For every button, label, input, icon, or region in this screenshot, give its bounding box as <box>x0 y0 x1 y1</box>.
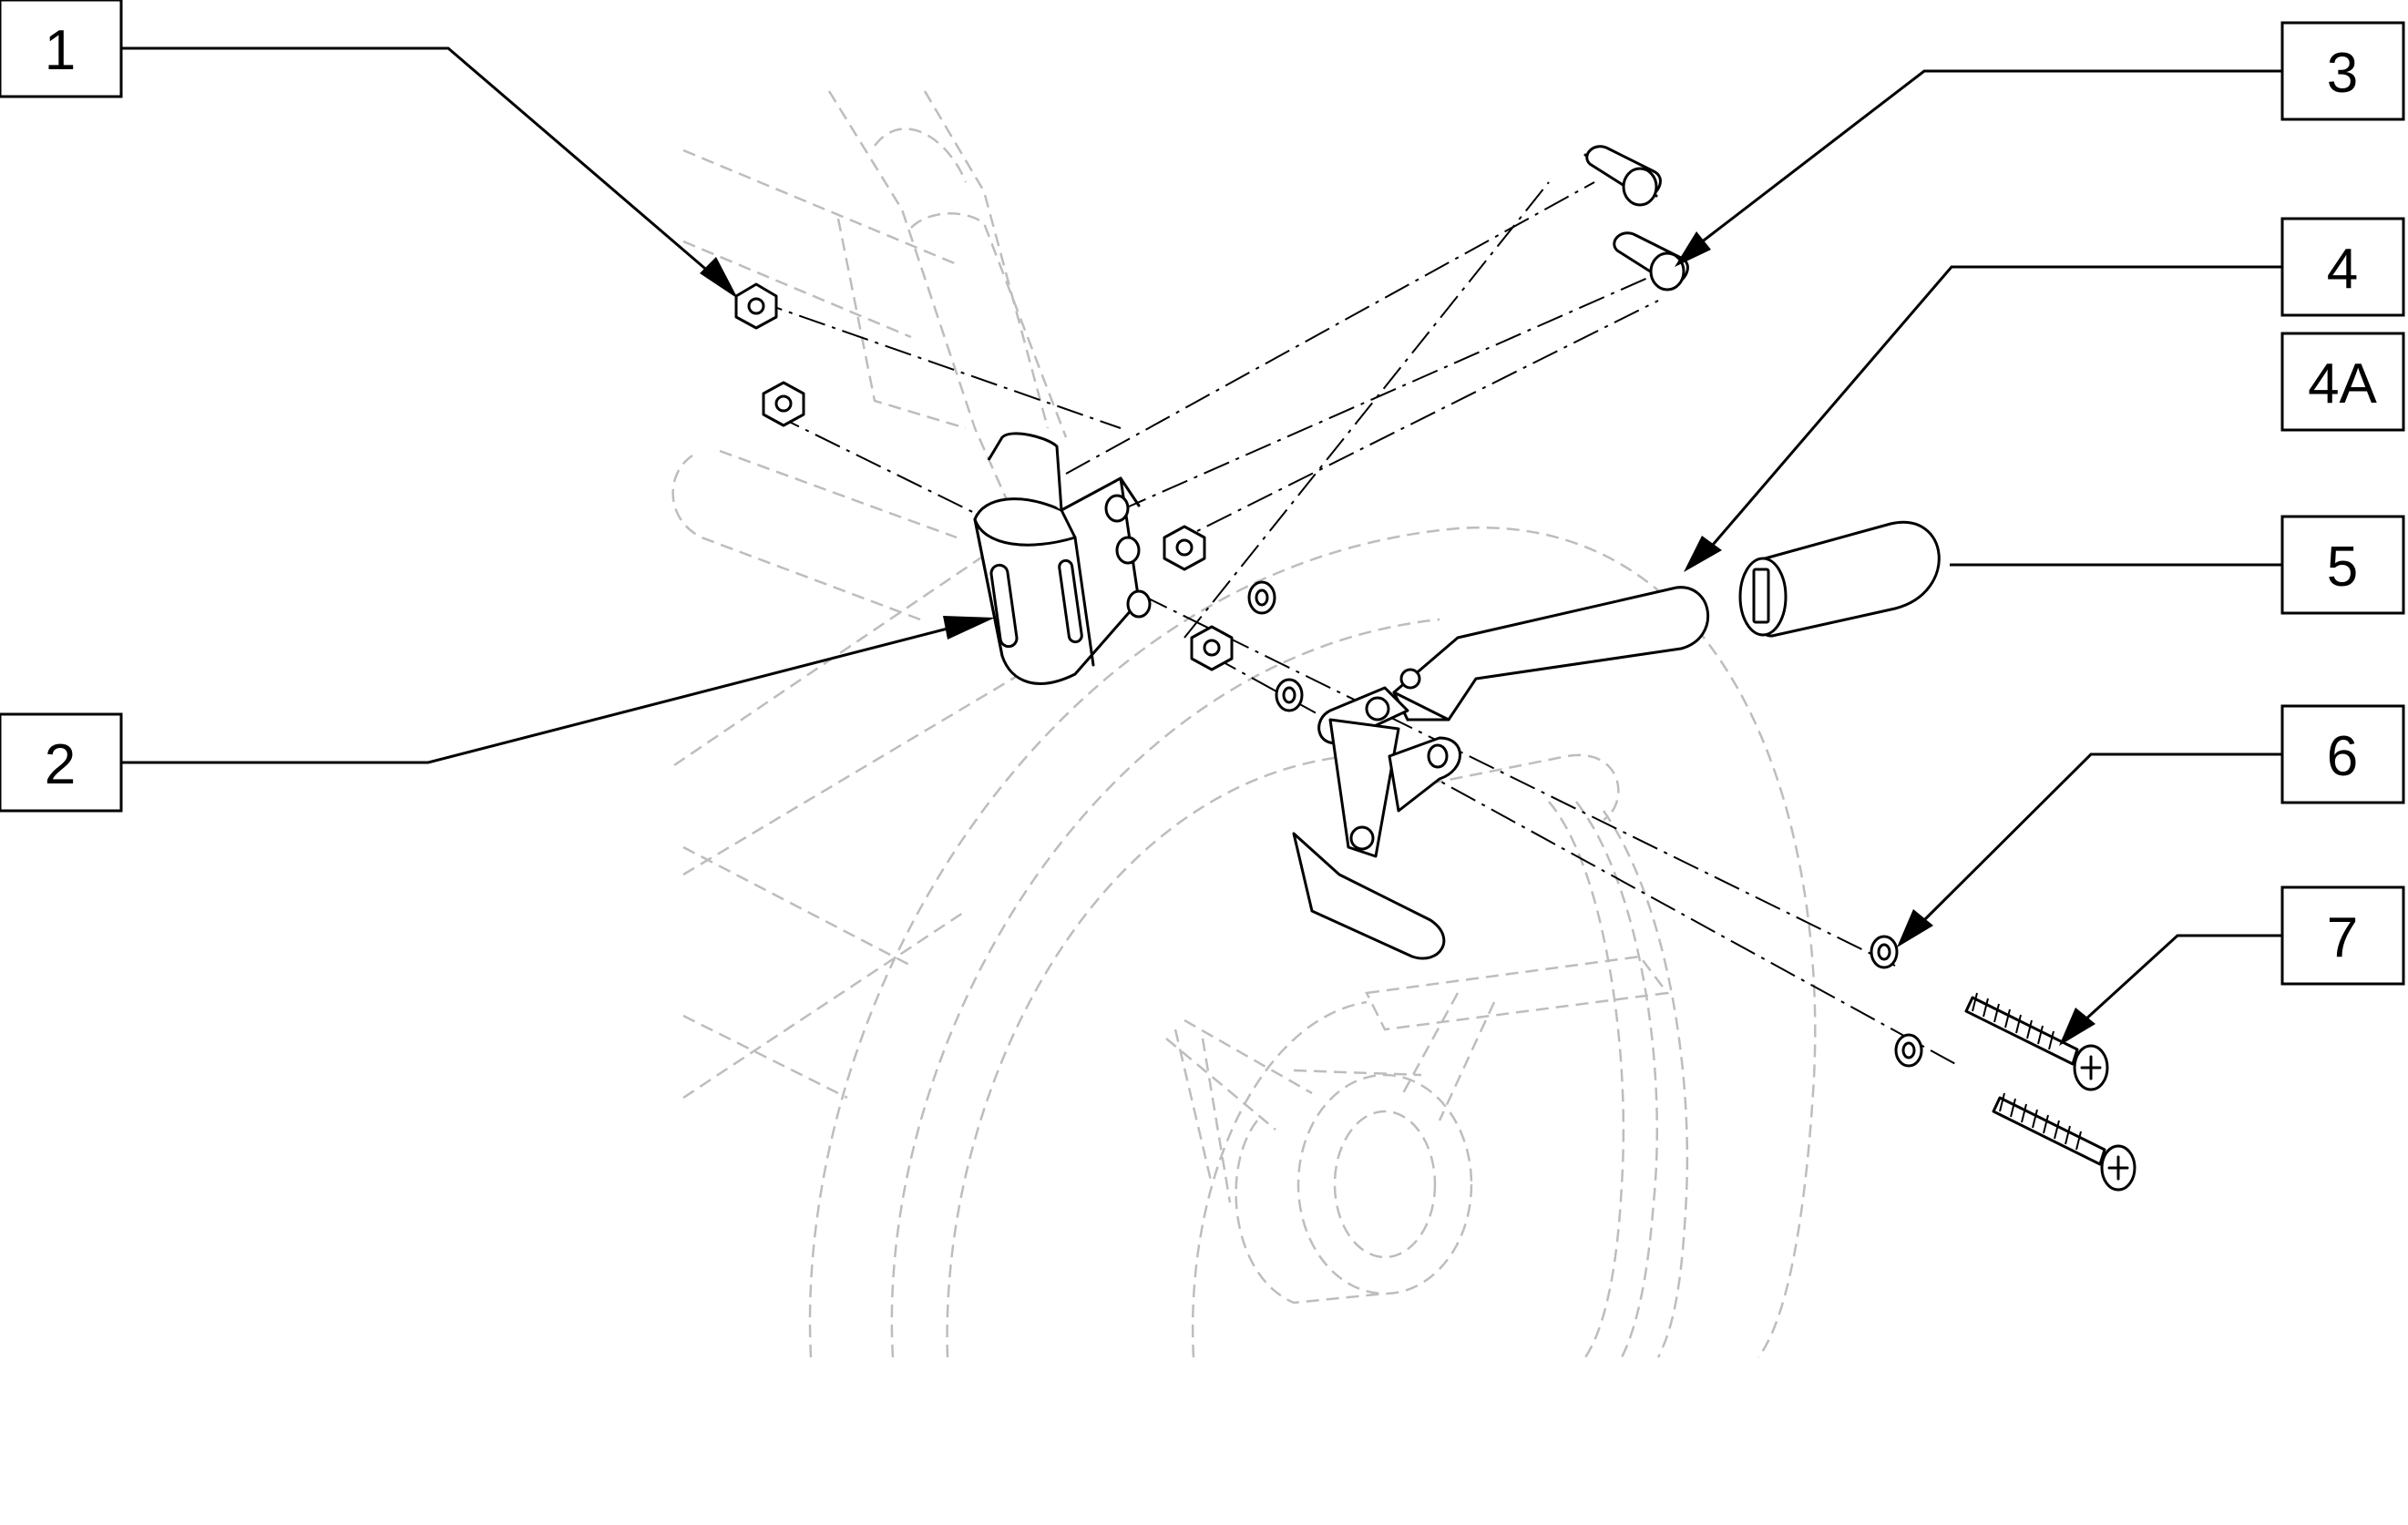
callout-3: 3 <box>2280 21 2405 121</box>
arrowhead-2 <box>943 616 995 640</box>
arrowhead-7 <box>2059 1008 2095 1046</box>
leader-1 <box>121 46 712 275</box>
brake-lever <box>1292 586 1710 960</box>
leader-6 <box>1921 752 2282 924</box>
hex-nut-upper-2 <box>762 381 805 427</box>
callout-2: 2 <box>0 712 123 813</box>
callout-4a-label: 4A <box>2308 353 2377 415</box>
callout-6-label: 6 <box>2327 725 2358 788</box>
lever-grip-cap <box>1738 520 1941 638</box>
arrowhead-1 <box>700 257 738 299</box>
callout-5: 5 <box>2280 515 2405 615</box>
washer-lower-1 <box>1870 935 1899 969</box>
screw-2 <box>1992 1092 2136 1192</box>
leader-3 <box>1696 69 2282 248</box>
leader-2 <box>121 627 948 764</box>
callout-4: 4 <box>2280 217 2405 317</box>
callout-6: 6 <box>2280 704 2405 804</box>
callout-3-label: 3 <box>2327 42 2358 105</box>
leader-7 <box>2083 934 2282 1022</box>
callout-4a: 4A <box>2280 332 2405 432</box>
arrowhead-6 <box>1897 909 1933 947</box>
callout-7-label: 7 <box>2327 906 2358 969</box>
hex-nut-mid-2 <box>1190 625 1234 671</box>
clamp-bracket <box>973 432 1152 685</box>
washer-lower-2 <box>1894 1033 1923 1068</box>
spacer-tube-1 <box>1583 145 1662 207</box>
assembly-axes <box>755 181 1960 1067</box>
washer-mid-2 <box>1275 678 1304 712</box>
screw-1 <box>1964 992 2109 1091</box>
callout-2-label: 2 <box>45 733 76 796</box>
spacer-tube-2 <box>1613 231 1689 292</box>
arrowhead-3 <box>1675 231 1711 267</box>
callout-1-label: 1 <box>45 19 76 82</box>
leader-4 <box>1711 265 2282 546</box>
callout-4-label: 4 <box>2327 238 2358 301</box>
callout-1: 1 <box>0 0 123 98</box>
leader-lines <box>121 46 2282 1046</box>
callout-7: 7 <box>2280 885 2405 986</box>
hex-nut-mid-1 <box>1163 525 1206 571</box>
arrowhead-4 <box>1684 536 1722 572</box>
ghost-frame <box>671 90 1817 1358</box>
washer-mid-1 <box>1247 580 1276 615</box>
hex-nut-upper-1 <box>734 282 778 330</box>
callout-5-label: 5 <box>2327 536 2358 599</box>
